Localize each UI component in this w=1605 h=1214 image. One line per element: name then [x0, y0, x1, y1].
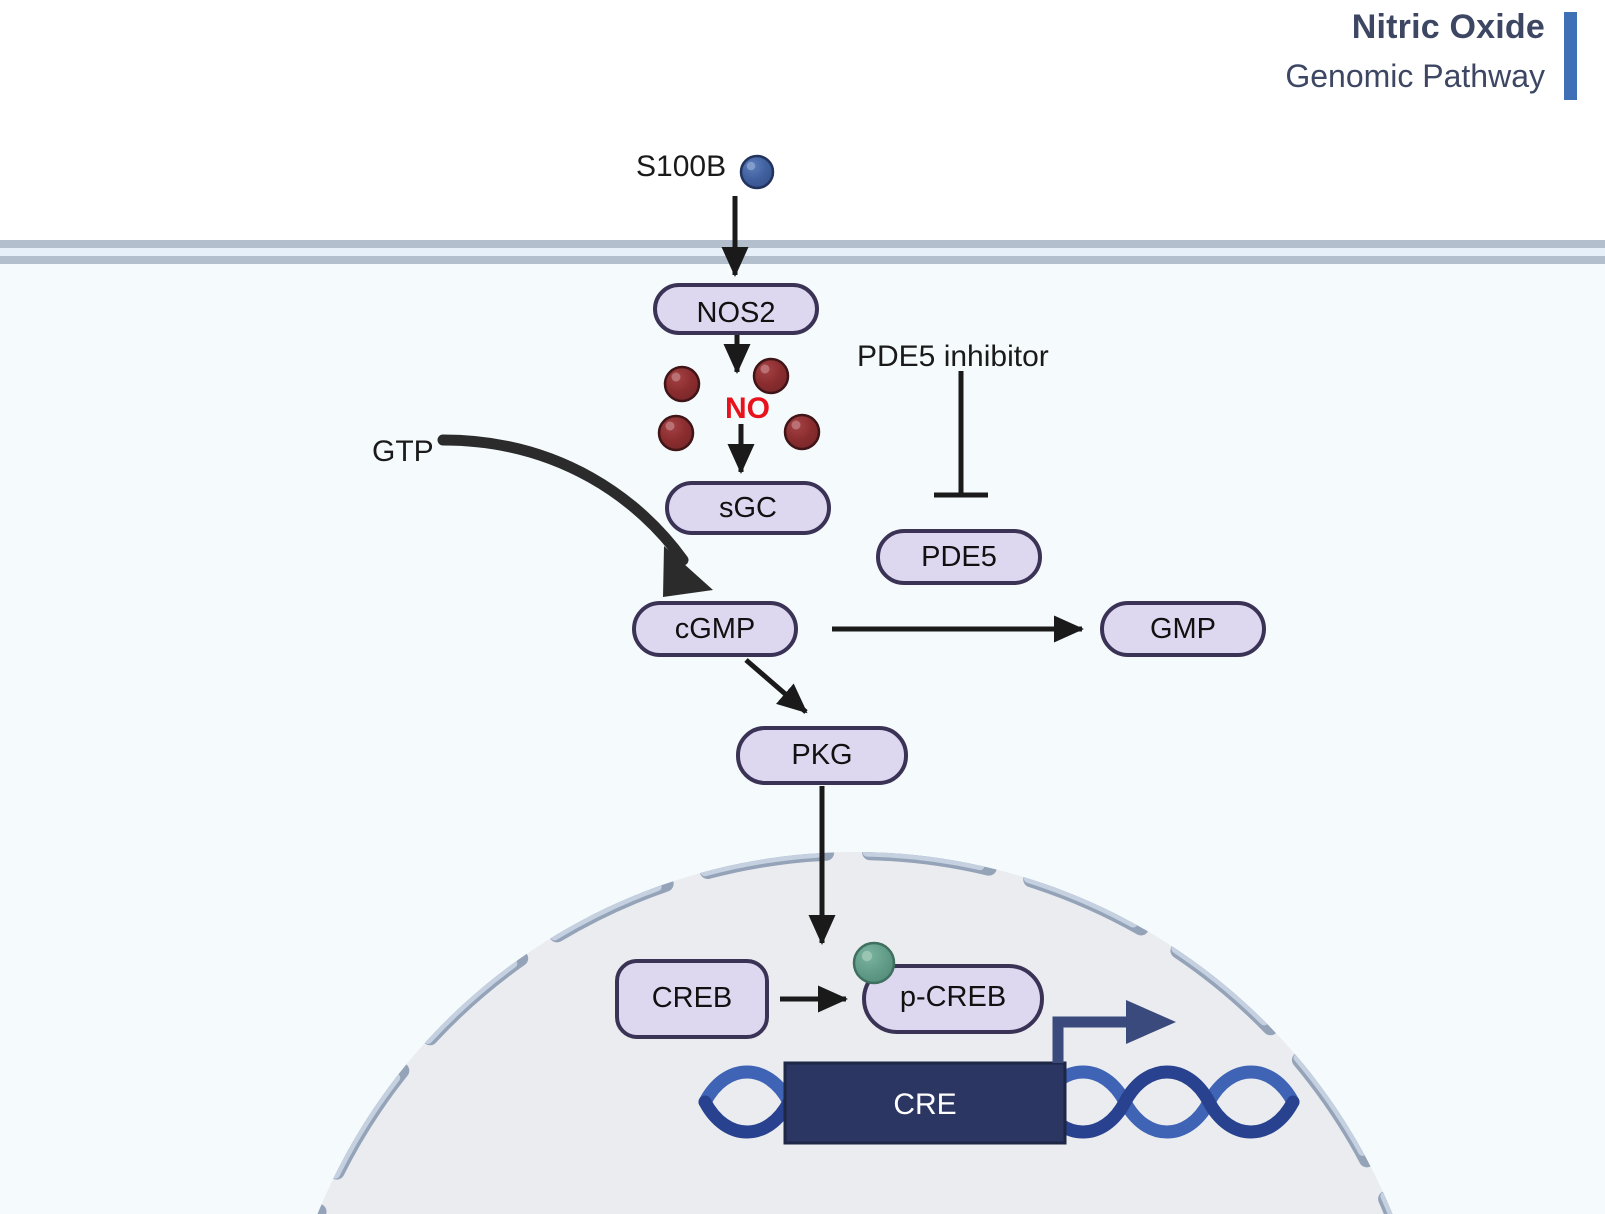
- cre-box-label: CRE: [893, 1088, 957, 1121]
- plasma-membrane: [0, 240, 1605, 264]
- nucleus: [275, 852, 1435, 1214]
- arrow-cgmp-to-pkg: [744, 658, 808, 714]
- header-title: Nitric Oxide: [1351, 8, 1545, 46]
- molecule-spheres: [657, 154, 896, 985]
- inhibition-pde5-inhibitor: [934, 371, 988, 498]
- node-pcreb: [862, 964, 1044, 1034]
- header-accent-bar: [1564, 12, 1577, 100]
- node-gmp: [1100, 601, 1266, 657]
- cre-box: [783, 1061, 1067, 1145]
- label-s100b: S100B: [636, 150, 727, 183]
- node-sgc: [665, 481, 831, 535]
- node-pkg: [736, 726, 908, 785]
- node-pde5: [876, 529, 1042, 585]
- label-pde5-inhibitor: PDE5 inhibitor: [857, 340, 1049, 373]
- label-no: NO: [725, 392, 770, 425]
- no-sphere-4: [783, 413, 821, 451]
- phosphate-sphere: [852, 941, 896, 985]
- node-nos2: [653, 283, 819, 335]
- no-sphere-3: [657, 414, 695, 452]
- header-subtitle: Genomic Pathway: [1285, 58, 1545, 94]
- pathway-arrows: [721, 196, 1085, 1013]
- label-gtp: GTP: [372, 435, 434, 468]
- node-creb: [615, 959, 769, 1039]
- node-cgmp: [632, 601, 798, 657]
- pathway-nodes: [615, 283, 1266, 1039]
- no-sphere-1: [663, 365, 701, 403]
- arrow-gtp-to-cgmp: [437, 434, 713, 597]
- s100b-sphere: [739, 154, 775, 190]
- no-sphere-2: [752, 357, 790, 395]
- transcription-arrow: [1052, 1000, 1176, 1063]
